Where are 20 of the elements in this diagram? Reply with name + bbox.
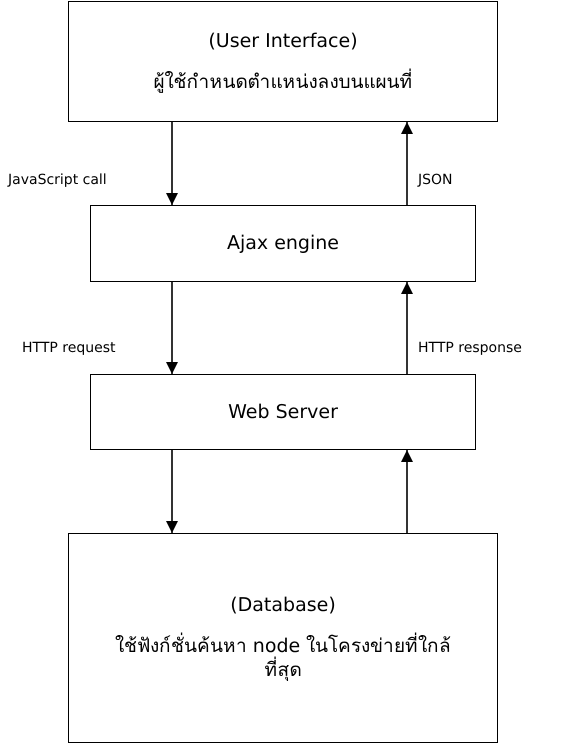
box-heading: (User Interface): [208, 28, 358, 54]
edge-label: JSON: [418, 172, 453, 188]
arrow: [401, 122, 413, 205]
arrow: [401, 450, 413, 533]
box-text: Web Server: [228, 400, 338, 424]
box-text: ใช้ฟังก์ชั่นค้นหา node ในโครงข่ายที่ใกล้ที่สุด: [114, 634, 452, 684]
edge-label: HTTP response: [418, 340, 522, 356]
interface-box: [68, 1, 498, 122]
process-box: [90, 205, 476, 282]
box-text: Ajax engine: [226, 231, 339, 256]
arrow: [401, 282, 413, 374]
box-text: ผู้ใช้กำหนดตำแหน่งลงบนแผนที่: [154, 70, 412, 94]
process-box: [90, 374, 476, 450]
arrow: [166, 122, 178, 205]
edge-label: HTTP request: [22, 340, 116, 356]
box-heading: (Database): [230, 592, 336, 618]
arrow: [166, 282, 178, 374]
arrow: [166, 450, 178, 533]
edge-label: JavaScript call: [8, 172, 107, 188]
database-box: [68, 533, 498, 743]
